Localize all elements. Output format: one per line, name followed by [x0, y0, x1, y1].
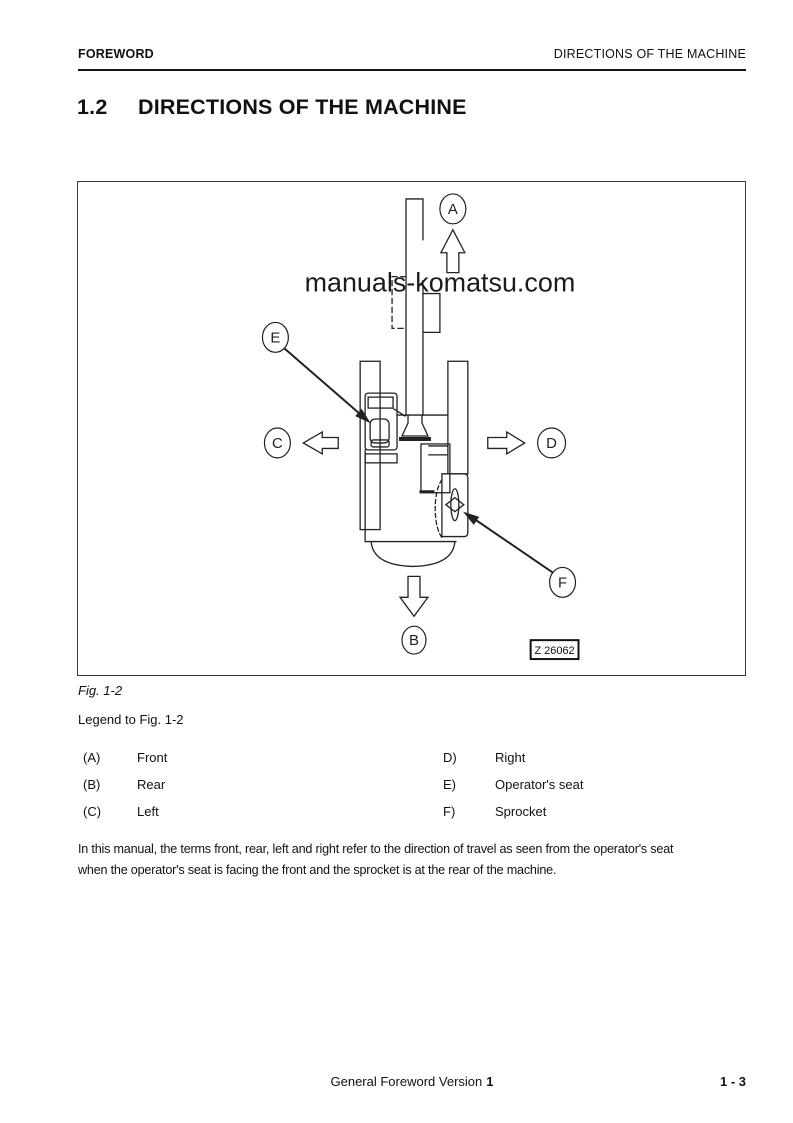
legend-key: (A): [83, 750, 101, 765]
label-a: A: [448, 201, 458, 218]
footer-version-number: 1: [486, 1074, 494, 1089]
sprocket-hub: [444, 496, 465, 513]
sprocket-housing: [441, 473, 469, 538]
sprocket: [450, 488, 460, 522]
label-circle-d: [537, 427, 567, 459]
body-paragraph: In this manual, the terms front, rear, l…: [78, 839, 674, 880]
boom-cylinder-right: [422, 292, 441, 334]
label-e: E: [270, 329, 280, 346]
label-circle-e: [261, 321, 289, 353]
legend-row: (A) Front D) Right: [78, 750, 746, 777]
legend-label: Right: [495, 750, 526, 765]
machine-direction-diagram: manuals-komatsu.com: [261, 193, 580, 661]
legend-label: Rear: [137, 777, 166, 792]
legend-row: (B) Rear E) Operator's seat: [78, 777, 746, 804]
engine-block: [420, 443, 451, 494]
legend-key: E): [443, 777, 456, 792]
label-circle-a: [439, 193, 467, 225]
footer-version-text: General Foreword Version: [330, 1074, 483, 1089]
side-panel: [364, 453, 398, 464]
seat-base: [370, 439, 390, 448]
section-heading: DIRECTIONS OF THE MACHINE: [138, 95, 467, 119]
boom: [405, 198, 424, 416]
page-number: 1 - 3: [719, 1074, 746, 1089]
figure-1-2: manuals-komatsu.com: [77, 181, 746, 676]
cab: [364, 392, 398, 451]
operator-seat: [369, 418, 390, 444]
label-circle-b: [401, 625, 427, 655]
label-circle-f: [548, 566, 577, 598]
paragraph-line: In this manual, the terms front, rear, l…: [78, 842, 674, 856]
machine-top-view: [359, 198, 469, 568]
label-b: B: [409, 632, 419, 649]
legend-row: (C) Left F) Sprocket: [78, 804, 746, 831]
figure-caption: Fig. 1-2: [78, 683, 123, 698]
leader-arrowhead-sprocket: [462, 511, 480, 525]
sprocket-housing-arc: [434, 478, 443, 539]
legend-label: Operator's seat: [495, 777, 584, 792]
arrow-right-icon: [487, 430, 526, 456]
arrow-left-icon: [302, 430, 339, 456]
legend-key: D): [443, 750, 457, 765]
header-chapter-title: DIRECTIONS OF THE MACHINE: [553, 47, 746, 61]
leader-line-sprocket: [473, 517, 554, 574]
legend-key: (B): [83, 777, 101, 792]
arrow-front-icon: [439, 228, 466, 274]
section-number: 1.2: [77, 95, 108, 119]
header-rule: [78, 69, 746, 71]
legend-label: Front: [137, 750, 168, 765]
leader-arrowhead-seat: [355, 408, 371, 424]
legend-key: (C): [83, 804, 102, 819]
boom-cylinder-left: [391, 275, 407, 330]
label-c: C: [272, 435, 283, 452]
cab-window: [367, 396, 394, 409]
paragraph-line: when the operator's seat is facing the f…: [78, 862, 557, 877]
drawing-number: Z 26062: [534, 645, 574, 657]
watermark-text: manuals-komatsu.com: [305, 268, 576, 298]
legend-label: Left: [137, 804, 159, 819]
right-track: [447, 360, 469, 475]
page-title: 1.2 DIRECTIONS OF THE MACHINE: [77, 95, 467, 120]
legend-table: (A) Front D) Right (B) Rear E) Operator'…: [78, 750, 746, 831]
legend-key: F): [443, 804, 456, 819]
legend-label: Sprocket: [495, 804, 547, 819]
header-section-title: FOREWORD: [78, 47, 154, 61]
label-d: D: [546, 435, 557, 452]
body-outline: [364, 414, 457, 568]
drawing-number-box: [529, 639, 580, 661]
leader-line-seat: [283, 347, 362, 416]
label-circle-c: [263, 427, 291, 459]
arrow-rear-icon: [398, 575, 430, 618]
label-f: F: [558, 574, 567, 591]
left-track: [359, 360, 381, 531]
legend-heading: Legend to Fig. 1-2: [78, 712, 184, 727]
boom-foot: [401, 414, 429, 437]
